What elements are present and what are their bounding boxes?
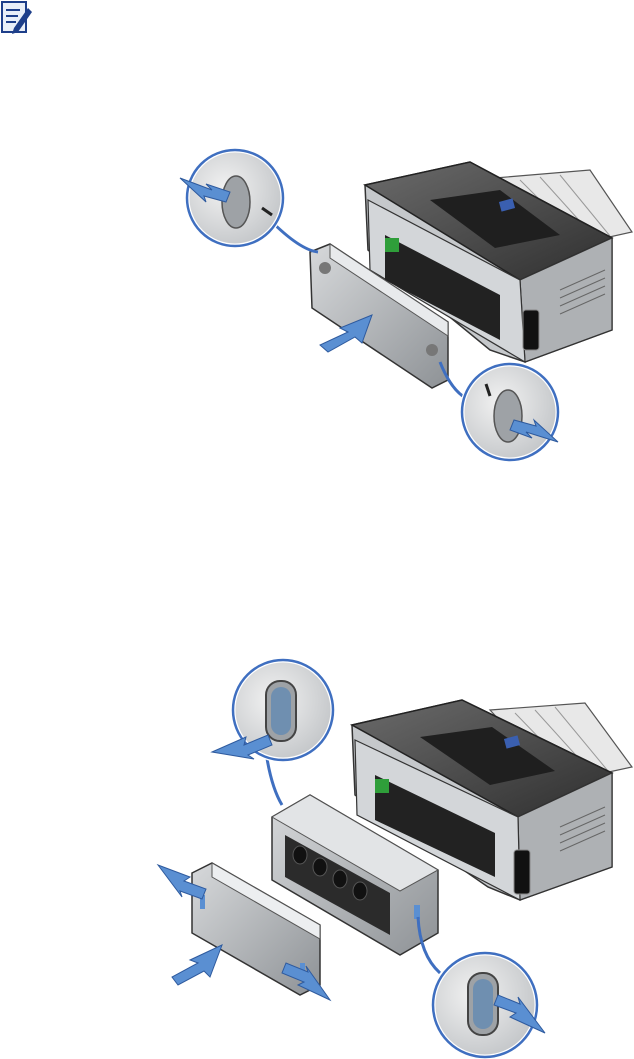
remove-duplexer-unit-figure <box>0 655 634 1059</box>
latch-callout-top <box>180 150 318 252</box>
release-button-callout-top <box>212 660 333 805</box>
note-pencil-icon <box>0 0 34 38</box>
release-button-callout-bottom <box>418 917 545 1057</box>
latch-callout-bottom <box>440 362 558 460</box>
remove-rear-access-panel-figure <box>0 140 634 480</box>
pull-out-arrow-icon-2 <box>172 945 222 985</box>
